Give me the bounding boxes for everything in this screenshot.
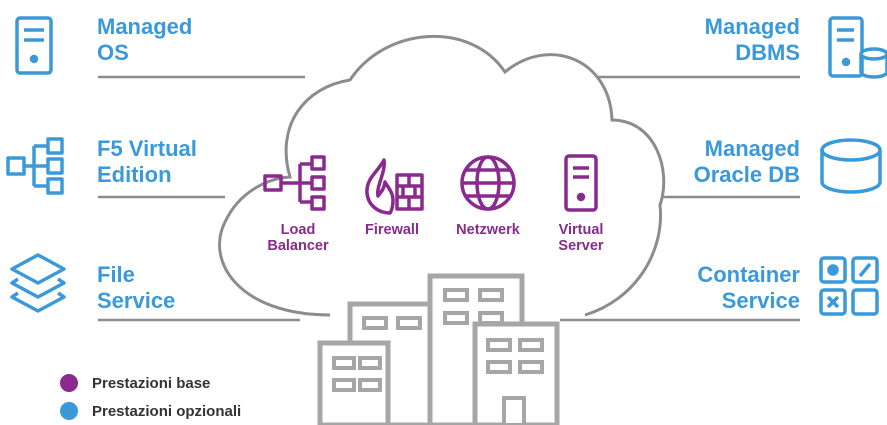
label-line: F5 Virtual — [97, 136, 197, 161]
label-load-balancer: Load Balancer — [258, 222, 338, 254]
label-line: Netzwerk — [456, 222, 520, 238]
label-line: Container — [697, 262, 800, 287]
label-line: Service — [97, 288, 176, 313]
label-line: File — [97, 262, 135, 287]
label-line: Service — [721, 288, 800, 313]
label-line: Managed — [97, 14, 193, 39]
label-managed-os: Managed OS — [97, 14, 192, 66]
legend-item-optional: Prestazioni opzionali — [60, 402, 241, 420]
legend-item-base: Prestazioni base — [60, 374, 210, 392]
label-f5-virtual-edition: F5 Virtual Edition — [97, 136, 197, 188]
label-line: OS — [97, 40, 129, 65]
globe-icon — [460, 155, 516, 211]
label-container-service: Container Service — [697, 262, 800, 314]
layers-icon — [10, 253, 66, 313]
legend-label-optional: Prestazioni opzionali — [92, 402, 242, 420]
label-line: Virtual — [558, 222, 604, 238]
label-line: Balancer — [267, 238, 329, 254]
label-line: Server — [558, 238, 604, 254]
label-line: Oracle DB — [693, 162, 800, 187]
server-database-icon — [828, 16, 887, 79]
database-icon — [820, 138, 882, 194]
legend-dot-optional — [60, 402, 78, 420]
legend-dot-base — [60, 374, 78, 392]
server-icon — [15, 16, 53, 75]
label-line: Load — [280, 222, 316, 238]
server-icon — [564, 154, 598, 212]
container-grid-icon — [819, 256, 879, 316]
label-line: Firewall — [365, 222, 419, 238]
label-managed-dbms: Managed DBMS — [705, 14, 800, 66]
label-line: Edition — [97, 162, 172, 187]
label-line: DBMS — [735, 40, 800, 65]
label-virtual-server: Virtual Server — [541, 222, 621, 254]
label-netzwerk: Netzwerk — [446, 222, 530, 238]
buildings-icon — [317, 273, 560, 425]
legend-label-base: Prestazioni base — [92, 374, 211, 392]
firewall-icon — [365, 158, 424, 215]
label-file-service: File Service — [97, 262, 175, 314]
label-firewall: Firewall — [352, 222, 432, 238]
label-line: Managed — [704, 136, 800, 161]
label-managed-oracle-db: Managed Oracle DB — [694, 136, 800, 188]
cloud-outline — [218, 34, 666, 317]
network-tree-icon — [6, 137, 64, 195]
load-balancer-icon — [263, 155, 326, 211]
label-line: Managed — [704, 14, 800, 39]
